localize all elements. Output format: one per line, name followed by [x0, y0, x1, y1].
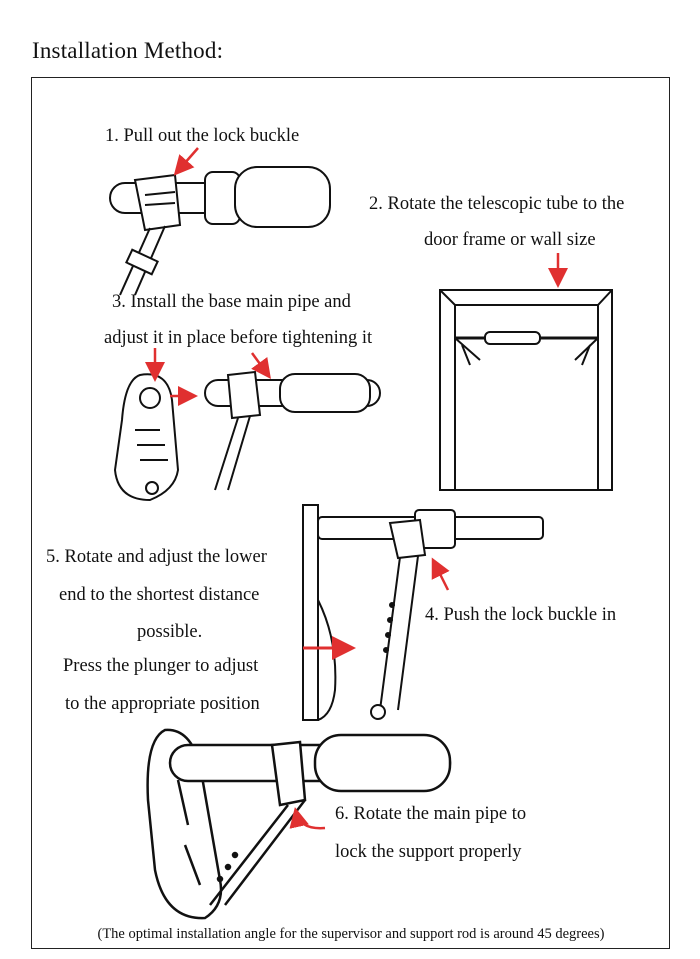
figure-step2 — [439, 289, 613, 491]
page-title: Installation Method: — [32, 38, 224, 63]
arrow-step6 — [289, 807, 326, 830]
figure-step3 — [113, 370, 381, 502]
step5-label-line3: possible. — [137, 622, 203, 642]
arrow-step3c — [250, 352, 271, 380]
figure-step4-5 — [302, 504, 544, 721]
instructions-frame — [31, 77, 670, 949]
step6-label-line2: lock the support properly — [335, 842, 522, 862]
step5-label-line4: Press the plunger to adjust — [63, 656, 259, 676]
figure-step1 — [109, 166, 331, 296]
step2-label-line2: door frame or wall size — [424, 230, 596, 250]
arrow-step4 — [431, 557, 450, 591]
step2-label-line1: 2. Rotate the telescopic tube to the — [369, 194, 625, 214]
step1-label: 1. Pull out the lock buckle — [105, 126, 300, 146]
step5-label-line5: to the appropriate position — [65, 694, 260, 714]
step5-label-line2: end to the shortest distance — [59, 585, 260, 605]
step5-label-line1: 5. Rotate and adjust the lower — [46, 547, 267, 567]
step3-label-line1: 3. Install the base main pipe and — [112, 292, 351, 312]
step6-label-line1: 6. Rotate the main pipe to — [335, 804, 527, 824]
figure-step6 — [146, 728, 452, 920]
arrow-step1 — [173, 147, 199, 176]
installation-angle-note: (The optimal installation angle for the … — [97, 926, 605, 942]
step3-label-line2: adjust it in place before tightening it — [104, 328, 373, 348]
step4-label: 4. Push the lock buckle in — [425, 605, 617, 625]
